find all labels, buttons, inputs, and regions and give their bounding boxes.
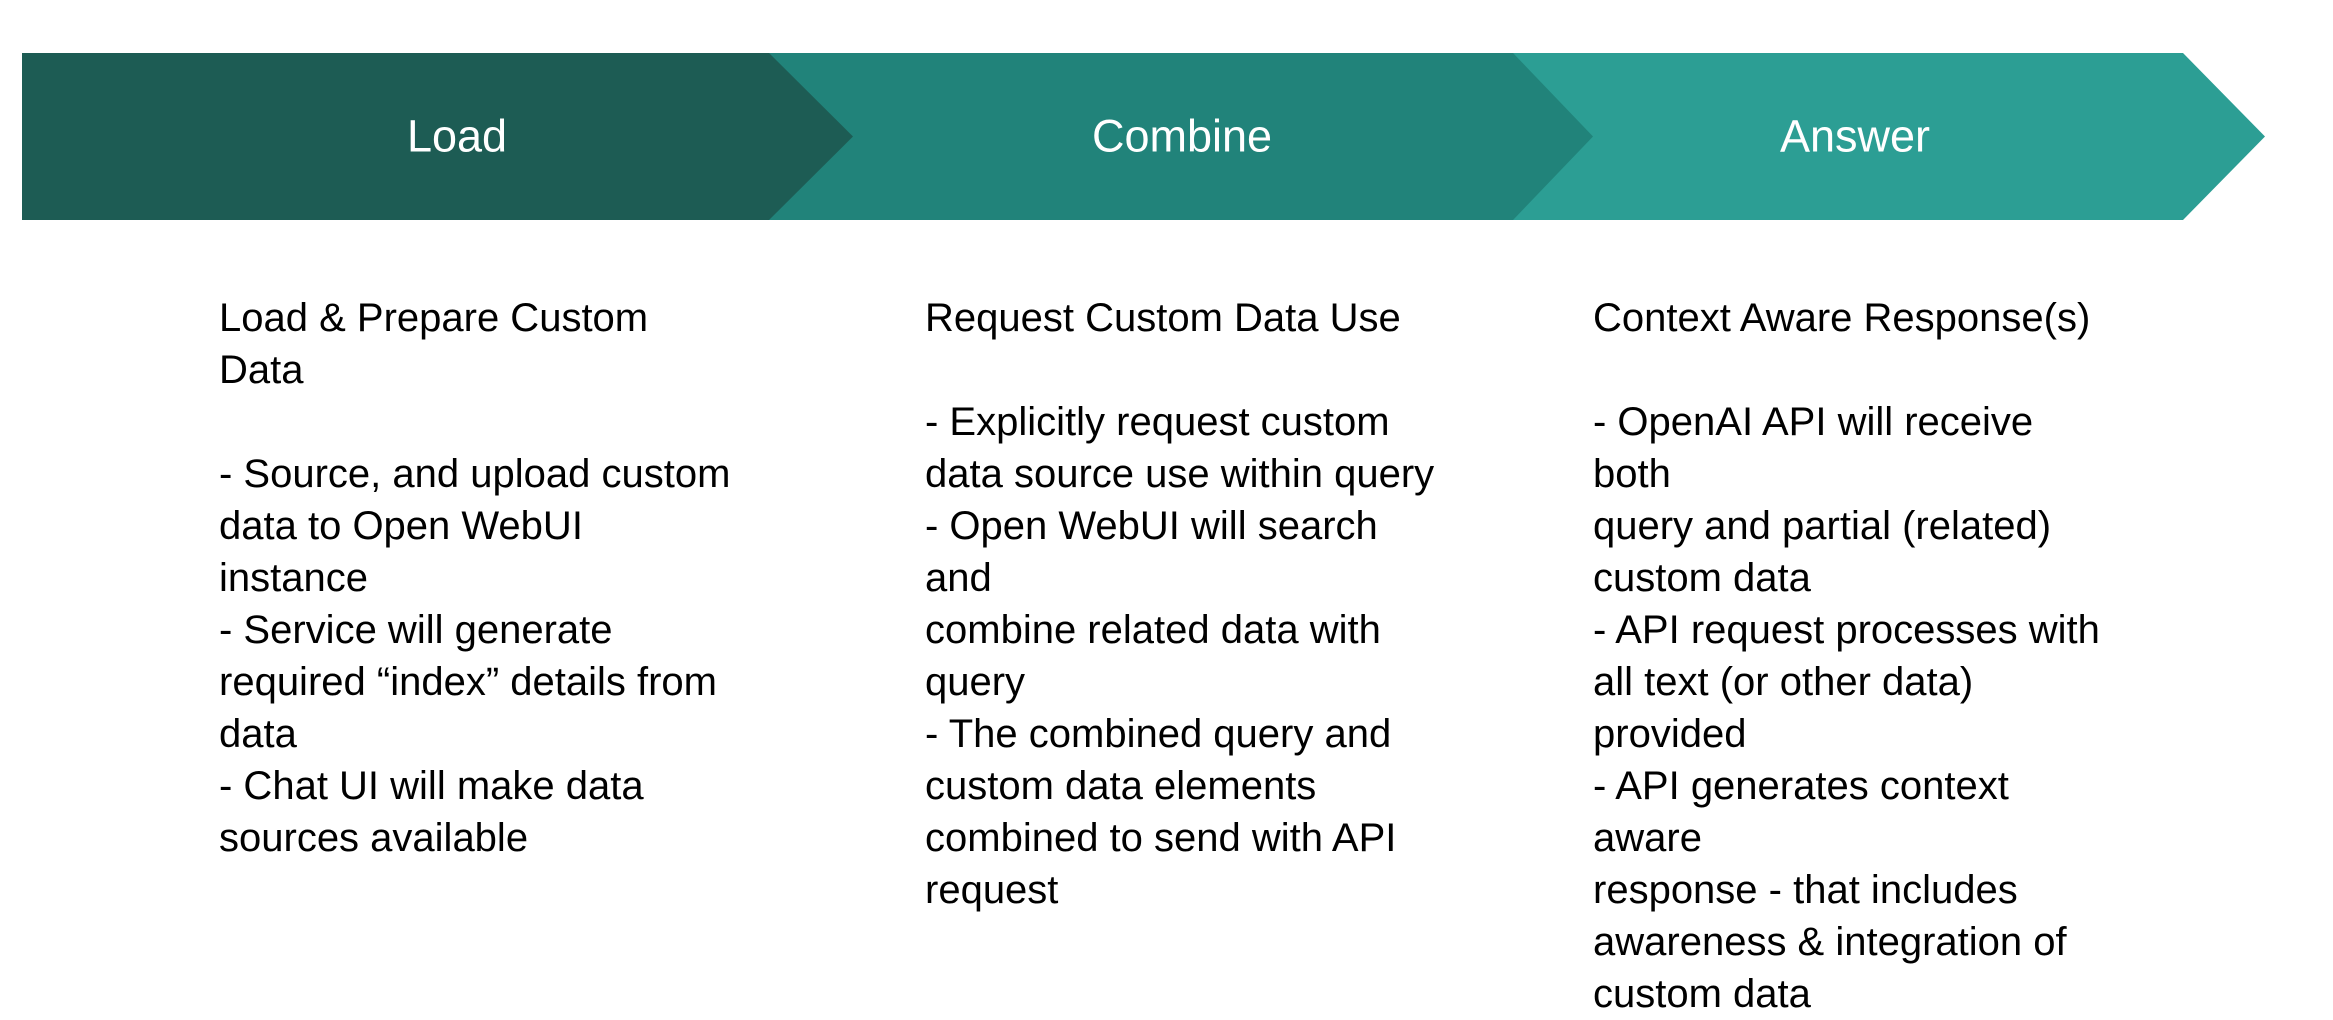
column-heading-load: Load & Prepare Custom Data — [219, 296, 649, 392]
column-bullets-answer: - OpenAI API will receive both query and… — [1593, 400, 2100, 1016]
stage-label-combine: Combine — [1091, 110, 1273, 162]
column-bullets-combine: - Explicitly request custom data source … — [925, 400, 1435, 912]
chevron-answer-shape — [1513, 53, 2265, 220]
column-heading-combine: Request Custom Data Use — [925, 296, 1401, 340]
chevron-load-shape — [22, 53, 853, 220]
chevron-arrow-band — [22, 53, 2265, 220]
stage-column-answer: Context Aware Response(s) - OpenAI API w… — [1593, 292, 2113, 1020]
stage-label-load: Load — [406, 110, 508, 162]
column-bullets-load: - Source, and upload custom data to Open… — [219, 452, 731, 860]
stage-label-answer: Answer — [1779, 110, 1931, 162]
column-heading-answer: Context Aware Response(s) — [1593, 296, 2091, 340]
chevron-combine-shape — [769, 53, 1593, 220]
stage-column-combine: Request Custom Data Use - Explicitly req… — [925, 292, 1445, 916]
stage-column-load: Load & Prepare Custom Data - Source, and… — [219, 292, 739, 864]
